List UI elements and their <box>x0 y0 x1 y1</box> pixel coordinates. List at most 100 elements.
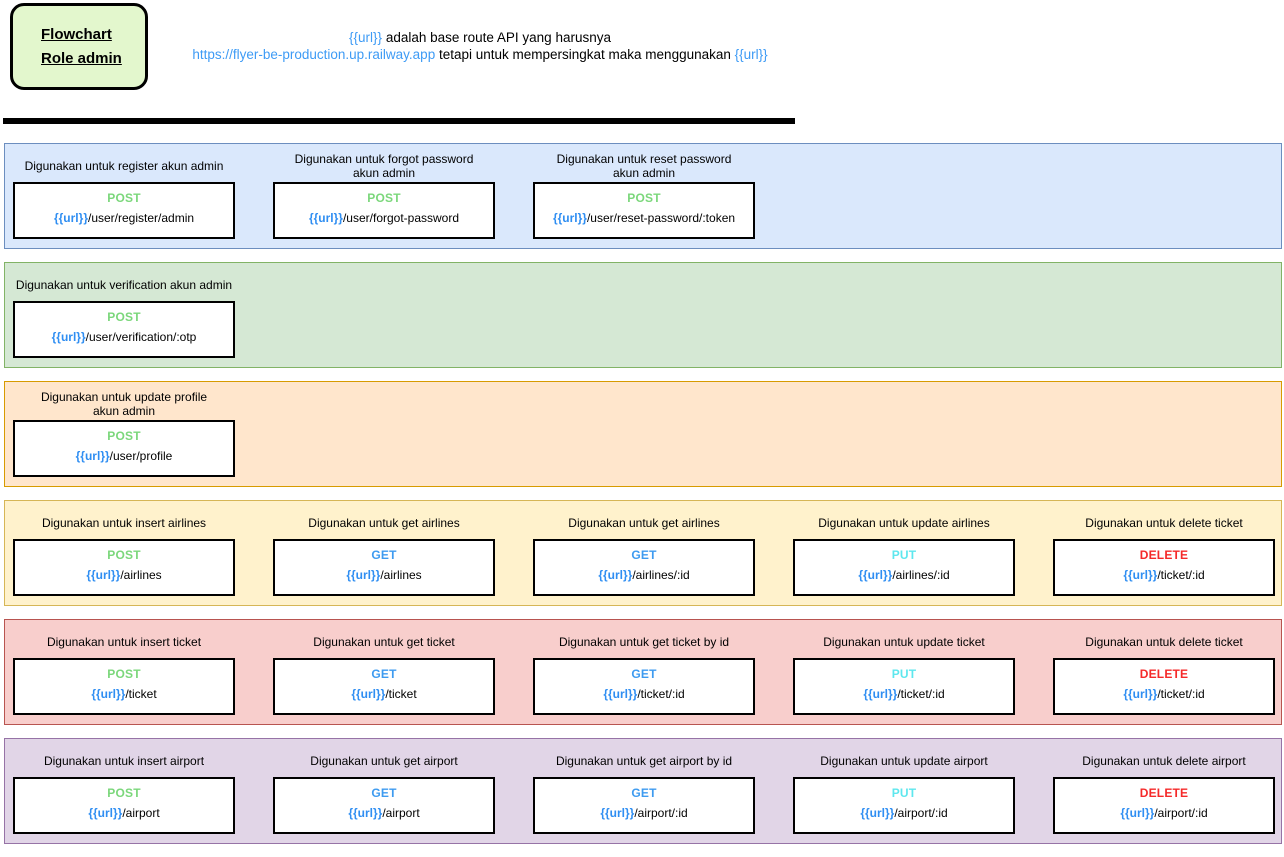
http-method-label: DELETE <box>1139 786 1189 800</box>
url-token: {{url}} <box>349 30 383 45</box>
endpoint-url: {{url}}/ticket/:id <box>795 687 1013 701</box>
url-token: {{url}} <box>53 211 88 225</box>
description-text1: adalah base route API yang harusnya <box>382 30 611 45</box>
url-path: /airlines/:id <box>892 568 950 582</box>
endpoint-card: DELETE {{url}}/ticket/:id <box>1053 539 1275 596</box>
endpoint-card: POST {{url}}/airlines <box>13 539 235 596</box>
flowchart-title-line1: Flowchart <box>41 25 112 43</box>
endpoint-card: GET {{url}}/airport <box>273 777 495 834</box>
endpoint-group: Digunakan untuk reset password akun admi… <box>533 149 755 240</box>
endpoint-url: {{url}}/ticket/:id <box>1055 687 1273 701</box>
url-path: /ticket/:id <box>637 687 685 701</box>
url-token: {{url}} <box>88 806 123 820</box>
http-method-label: GET <box>371 667 397 681</box>
base-route-link[interactable]: https://flyer-be-production.up.railway.a… <box>192 47 436 62</box>
endpoint-url: {{url}}/user/profile <box>15 449 233 463</box>
endpoint-card: POST {{url}}/user/forgot-password <box>273 182 495 239</box>
endpoint-title: Digunakan untuk register akun admin <box>24 158 224 173</box>
endpoint-url: {{url}}/user/forgot-password <box>275 211 493 225</box>
endpoint-card: GET{{url}}/airlines <box>273 539 495 596</box>
url-path: /airport/:id <box>1154 806 1208 820</box>
endpoint-url: {{url}}/user/register/admin <box>15 211 233 225</box>
endpoint-url: {{url}}/airlines <box>15 568 233 582</box>
endpoint-title: Digunakan untuk get airlines <box>568 515 720 530</box>
http-method-label: PUT <box>891 667 917 681</box>
url-token: {{url}} <box>552 211 587 225</box>
http-method-label: POST <box>107 548 141 562</box>
http-method-label: POST <box>107 667 141 681</box>
endpoint-card: GET{{url}}/ticket <box>273 658 495 715</box>
endpoint-group: Digunakan untuk update profile akun admi… <box>13 387 235 478</box>
endpoint-title: Digunakan untuk reset password akun admi… <box>556 151 732 180</box>
http-method-label: POST <box>107 191 141 205</box>
http-method-label: GET <box>631 548 657 562</box>
url-token: {{url}} <box>348 806 383 820</box>
endpoint-url: {{url}}/airport <box>15 806 233 820</box>
http-method-label: POST <box>627 191 661 205</box>
endpoint-title: Digunakan untuk insert ticket <box>46 634 202 649</box>
url-path: /airport <box>122 806 160 820</box>
endpoint-url: {{url}}/user/reset-password/:token <box>535 211 753 225</box>
url-path: /airport <box>382 806 420 820</box>
url-path: /ticket/:id <box>897 687 945 701</box>
url-path: /user/forgot-password <box>342 211 460 225</box>
endpoint-card: GET {{url}}/airlines/:id <box>533 539 755 596</box>
url-path: /ticket/:id <box>1157 568 1205 582</box>
url-token: {{url}} <box>598 568 633 582</box>
url-token: {{url}} <box>860 806 895 820</box>
header: Flowchart Role admin {{url}} adalah base… <box>0 0 1284 143</box>
endpoint-title: Digunakan untuk verification akun admin <box>15 277 233 292</box>
description-line2: https://flyer-be-production.up.railway.a… <box>150 46 810 63</box>
endpoint-title: Digunakan untuk get ticket <box>313 634 455 649</box>
endpoint-card: PUT{{url}}/airport/:id <box>793 777 1015 834</box>
http-method-label: GET <box>631 786 657 800</box>
endpoint-card: PUT{{url}}/airlines/:id <box>793 539 1015 596</box>
url-path: /ticket/:id <box>1157 687 1205 701</box>
url-path: /user/reset-password/:token <box>586 211 736 225</box>
url-token: {{url}} <box>1120 806 1155 820</box>
http-method-label: POST <box>367 191 401 205</box>
http-method-label: PUT <box>891 548 917 562</box>
url-path: /airlines <box>380 568 422 582</box>
endpoint-title: Digunakan untuk get airport <box>310 753 458 768</box>
endpoint-title: Digunakan untuk delete ticket <box>1085 515 1243 530</box>
endpoint-card: POST {{url}}/ticket <box>13 658 235 715</box>
url-token: {{url}} <box>75 449 110 463</box>
url-token: {{url}} <box>600 806 635 820</box>
endpoint-card: POST {{url}}/user/reset-password/:token <box>533 182 755 239</box>
url-token: {{url}} <box>351 687 386 701</box>
http-method-label: DELETE <box>1139 548 1189 562</box>
url-path: /airlines/:id <box>632 568 690 582</box>
endpoint-url: {{url}}/ticket/:id <box>1055 568 1273 582</box>
http-method-label: PUT <box>891 786 917 800</box>
endpoint-card: POST{{url}}/user/verification/:otp <box>13 301 235 358</box>
endpoint-title: Digunakan untuk insert airlines <box>41 515 207 530</box>
endpoint-url: {{url}}/airlines/:id <box>535 568 753 582</box>
http-method-label: POST <box>107 310 141 324</box>
http-method-label: POST <box>107 429 141 443</box>
http-method-label: DELETE <box>1139 667 1189 681</box>
http-method-label: POST <box>107 786 141 800</box>
http-method-label: GET <box>371 786 397 800</box>
endpoint-title: Digunakan untuk update ticket <box>823 634 985 649</box>
endpoint-url: {{url}}/ticket <box>15 687 233 701</box>
url-token: {{url}} <box>734 47 768 62</box>
url-path: /user/profile <box>109 449 173 463</box>
endpoint-title: Digunakan untuk get ticket by id <box>558 634 730 649</box>
endpoint-url: {{url}}/airport/:id <box>1055 806 1273 820</box>
